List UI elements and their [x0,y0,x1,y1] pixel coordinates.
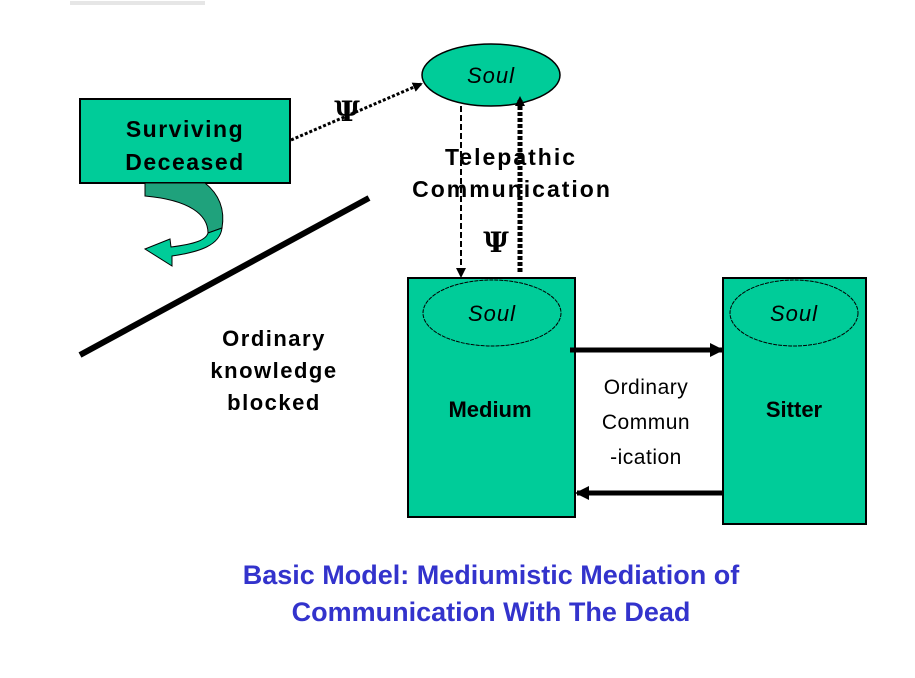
psi-link-arrow [290,82,423,142]
medium-soul-label: Soul [468,301,516,326]
blocking-line [78,195,371,358]
soul-top-node: Soul [421,43,561,107]
ordinary-comm-line1: Ordinary [604,376,689,399]
blocked-line1: Ordinary [222,326,326,351]
medium-label: Medium [448,397,531,422]
diagram-caption: Basic Model: Mediumistic Mediation of Co… [243,560,741,627]
ordinary-knowledge-blocked-label: Ordinary knowledge blocked [210,326,337,415]
sitter-soul-label: Soul [770,301,818,326]
ordinary-comm-line2: Commun [602,411,690,434]
blocked-line3: blocked [227,390,321,415]
header-watermark [70,1,205,5]
medium-node: Soul Medium [407,277,576,518]
telepathic-line1: Telepathic [445,144,577,170]
surviving-deceased-node: Surviving Deceased [79,98,291,184]
psi-symbol-icon: Ψ [483,226,509,259]
caption-line2: Communication With The Dead [292,597,691,627]
soul-top-label: Soul [467,63,515,88]
telepathic-communication-label: Telepathic Communication [412,144,612,202]
sitter-node: Soul Sitter [722,277,867,525]
psi-symbol-icon: Ψ [334,95,360,128]
caption-line1: Basic Model: Mediumistic Mediation of [243,560,741,590]
ordinary-communication-label: Ordinary Commun -ication [602,376,690,469]
curved-arrow-icon [143,182,224,267]
blocked-line2: knowledge [210,358,337,383]
sitter-label: Sitter [766,397,823,422]
telepathic-line2: Communication [412,176,612,202]
surviving-deceased-label-line2: Deceased [125,149,244,175]
surviving-deceased-label-line1: Surviving [126,116,244,142]
ordinary-comm-line3: -ication [610,446,682,469]
